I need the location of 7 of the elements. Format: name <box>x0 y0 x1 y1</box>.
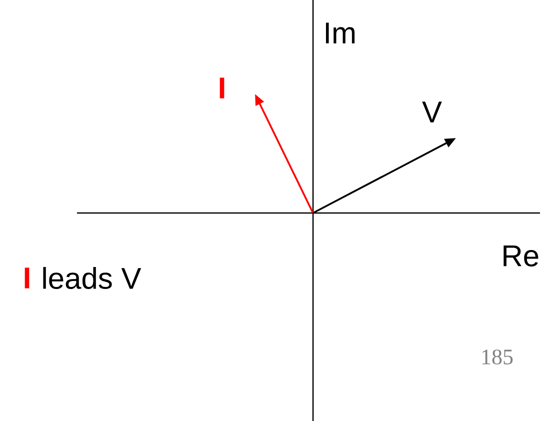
axis-label: Im <box>326 22 355 44</box>
note-text: leads V <box>43 266 142 290</box>
phasor-label: V <box>422 102 442 122</box>
page-number: 185 <box>482 350 513 364</box>
phasor-label: I <box>220 78 224 98</box>
axis-label: Re <box>504 246 538 266</box>
note-text: I <box>24 268 30 288</box>
